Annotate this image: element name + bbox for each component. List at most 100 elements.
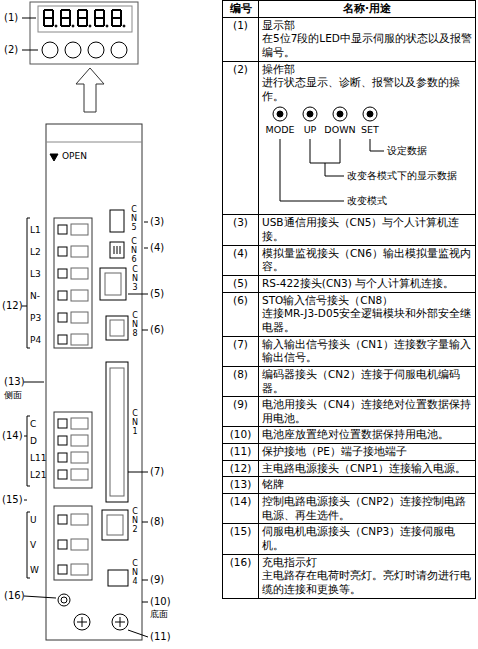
drawing-stroke — [71, 268, 88, 279]
button-name: SET — [361, 124, 379, 135]
drawing-stroke — [106, 362, 128, 502]
table-text: 编码器接头（CN2）连接于伺服电机编码器。 — [262, 368, 472, 395]
function-note: 改变各模式下的显示数据 — [347, 170, 457, 181]
drawing-stroke — [112, 25, 121, 27]
drawing-stroke — [102, 510, 128, 540]
terminal-name: D — [30, 436, 37, 447]
drawing-stroke — [123, 25, 125, 27]
callout-number: (9) — [150, 574, 164, 586]
table-cell: (7) — [223, 337, 259, 367]
table-text: 充电指示灯 — [262, 556, 472, 570]
table-cell: 编号 — [223, 1, 259, 18]
table-cell: 操作部进行状态显示、诊断、报警以及参数的操作。MODEUPDOWNSET设定数据… — [259, 62, 476, 216]
drawing-stroke — [307, 111, 313, 117]
function-note: 设定数据 — [387, 145, 427, 156]
drawing-stroke — [94, 18, 96, 26]
drawing-stroke — [128, 630, 148, 637]
drawing-stroke — [77, 10, 79, 18]
callout-number: (8) — [150, 516, 164, 528]
drawing-stroke — [86, 10, 88, 18]
drawing-stroke — [325, 163, 344, 176]
drawing-stroke — [103, 10, 105, 18]
parts-table: 编号名称·用途(1)显示部在5位7段的LED中显示伺服的状态以及报警编号。(2)… — [222, 0, 476, 599]
drawing-stroke — [95, 9, 104, 11]
drawing-stroke — [76, 68, 104, 112]
table-cell: 保护接地（PE）端子接地端子 — [259, 444, 476, 461]
drawing-stroke — [111, 18, 113, 26]
callout-number: (14) — [2, 430, 23, 442]
connector-name: CN5 — [130, 206, 138, 232]
drawing-stroke — [78, 17, 87, 19]
table-cell: (8) — [223, 367, 259, 397]
table-cell: (3) — [223, 215, 259, 245]
table-text: 连接MR-J3-D05安全逻辑模块和外部安全继电器。 — [262, 307, 472, 334]
drawing-stroke — [94, 10, 96, 18]
table-cell: (9) — [223, 397, 259, 427]
function-note: 改变模式 — [347, 195, 387, 206]
drawing-stroke — [86, 18, 88, 26]
table-text: 进行状态显示、诊断、报警以及参数的操作。 — [262, 76, 472, 103]
drawing-stroke — [277, 111, 283, 117]
drawing-stroke — [58, 565, 67, 574]
callout-number: (4) — [150, 242, 164, 254]
drawing-stroke — [43, 10, 45, 18]
table-cell: (6) — [223, 293, 259, 337]
drawing-stroke — [144, 222, 148, 223]
drawing-stroke — [110, 368, 124, 496]
callout-number: (11) — [150, 631, 171, 643]
drawing-stroke — [82, 617, 83, 627]
drawing-stroke — [44, 25, 53, 27]
drawing-stroke — [58, 291, 67, 300]
table-text: 主电路存在电荷时亮灯。亮灯时请勿进行电缆的连接和更换等。 — [262, 569, 472, 596]
drawing-stroke — [103, 18, 105, 26]
table-cell: (15) — [223, 524, 259, 554]
callout-number: (2) — [4, 44, 18, 56]
connector-name: CN8 — [131, 312, 139, 338]
drawing-stroke — [42, 42, 58, 58]
drawing-stroke — [107, 515, 123, 535]
connector-name: CN4 — [131, 560, 139, 586]
drawing-stroke — [22, 18, 36, 19]
terminal-name: L2 — [30, 247, 41, 258]
button-name: MODE — [266, 124, 295, 135]
table-text: 主电路电源接头（CNP1）连接输入电源。 — [262, 462, 472, 476]
drawing-stroke — [42, 42, 127, 58]
table-cell: (14) — [223, 494, 259, 524]
drawing-stroke — [71, 435, 88, 446]
callout-number: (7) — [150, 466, 164, 478]
drawing-stroke — [273, 107, 287, 121]
table-cell: (1) — [223, 18, 259, 62]
drawing-stroke — [24, 436, 27, 437]
drawing-stroke — [112, 17, 121, 19]
drawing-stroke — [72, 25, 74, 27]
drawing-stroke — [58, 247, 67, 256]
drawing-stroke — [71, 539, 88, 550]
drawing-stroke — [78, 9, 87, 11]
table-cell: 主电路电源接头（CNP1）连接输入电源。 — [259, 461, 476, 478]
callout-number: (13) — [4, 376, 25, 388]
drawing-stroke — [65, 42, 81, 58]
drawing-stroke — [142, 602, 148, 603]
table-cell: (4) — [223, 246, 259, 276]
drawing-stroke — [58, 540, 67, 549]
drawing-stroke — [44, 9, 53, 11]
button-name: UP — [304, 124, 317, 135]
drawing-stroke — [71, 290, 88, 301]
drawing-stroke — [24, 596, 56, 598]
drawing-stroke — [111, 10, 113, 18]
table-text: 电池用接头（CN4）连接绝对位置数据保持用电池。 — [262, 398, 472, 425]
drawing-stroke — [71, 334, 88, 345]
table-cell: 名称·用途 — [259, 1, 476, 18]
table-cell: 电池座放置绝对位置数据保持用电池。 — [259, 427, 476, 444]
terminal-name: V — [30, 540, 36, 551]
table-text: RS-422接头(CN3) 与个人计算机连接。 — [262, 277, 472, 291]
table-cell: (10) — [223, 427, 259, 444]
callout-number: (6) — [150, 324, 164, 336]
drawing-stroke — [61, 597, 67, 603]
drawing-stroke — [71, 514, 88, 525]
drawing-stroke — [71, 418, 88, 429]
drawing-stroke — [43, 18, 45, 26]
drawing-stroke — [112, 614, 128, 630]
drawing-stroke — [71, 564, 88, 575]
